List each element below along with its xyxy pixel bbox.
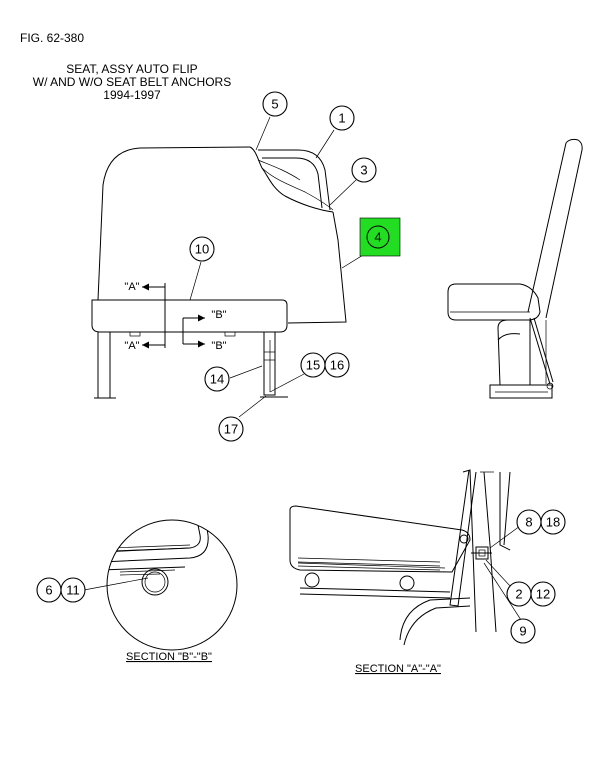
callout-3: 3 [351,157,377,183]
callout-6: 6 [36,577,62,603]
callout-10: 10 [189,236,215,262]
callout-1-label: 1 [338,111,345,126]
callout-12-label: 12 [536,587,550,602]
callout-2: 2 [506,581,532,607]
callout-4-label: 4 [374,230,381,245]
section-marker-b-bottom: "B" [211,340,226,352]
section-arrows [142,283,205,349]
callout-14-label: 14 [210,372,224,387]
callout-6-label: 6 [45,583,52,598]
section-marker-a-bottom: "A" [124,340,139,352]
section-a-detail [289,469,511,646]
section-a-title: SECTION "A"-"A" [355,663,441,675]
callout-10-label: 10 [195,242,209,257]
callout-5: 5 [262,91,288,117]
section-marker-a-top: "A" [124,281,139,293]
callout-4-highlighted[interactable]: 4 [359,217,401,257]
callout-14: 14 [204,366,230,392]
callout-15: 15 [300,352,326,378]
callout-15-label: 15 [306,358,320,373]
callout-8-label: 8 [525,515,532,530]
figure-title-line-3: 1994-1997 [103,88,161,102]
section-b-title: SECTION "B"-"B" [126,651,212,663]
callout-16-label: 16 [330,358,344,373]
figure-title-line-2: W/ AND W/O SEAT BELT ANCHORS [32,75,232,89]
callout-3-label: 3 [360,163,367,178]
figure-title-line-1: SEAT, ASSY AUTO FLIP [66,62,198,76]
callout-2-label: 2 [515,587,522,602]
callout-12: 12 [530,581,556,607]
callout-17: 17 [218,416,244,442]
section-marker-b-top: "B" [211,309,226,321]
leader-lines [83,116,522,621]
callout-5-label: 5 [271,97,278,112]
front-view-seat [91,146,347,399]
callout-11: 11 [60,577,86,603]
callout-8: 8 [516,509,542,535]
side-view-seat [447,138,583,399]
section-b-detail [106,519,238,651]
callout-11-label: 11 [66,583,80,598]
callout-1: 1 [329,105,355,131]
callout-17-label: 17 [224,422,238,437]
callout-9-label: 9 [519,624,526,639]
callout-18-label: 18 [546,515,560,530]
figure-number: FIG. 62-380 [20,31,85,45]
callout-9: 9 [510,618,536,644]
callout-16: 16 [324,352,350,378]
callout-18: 18 [540,509,566,535]
